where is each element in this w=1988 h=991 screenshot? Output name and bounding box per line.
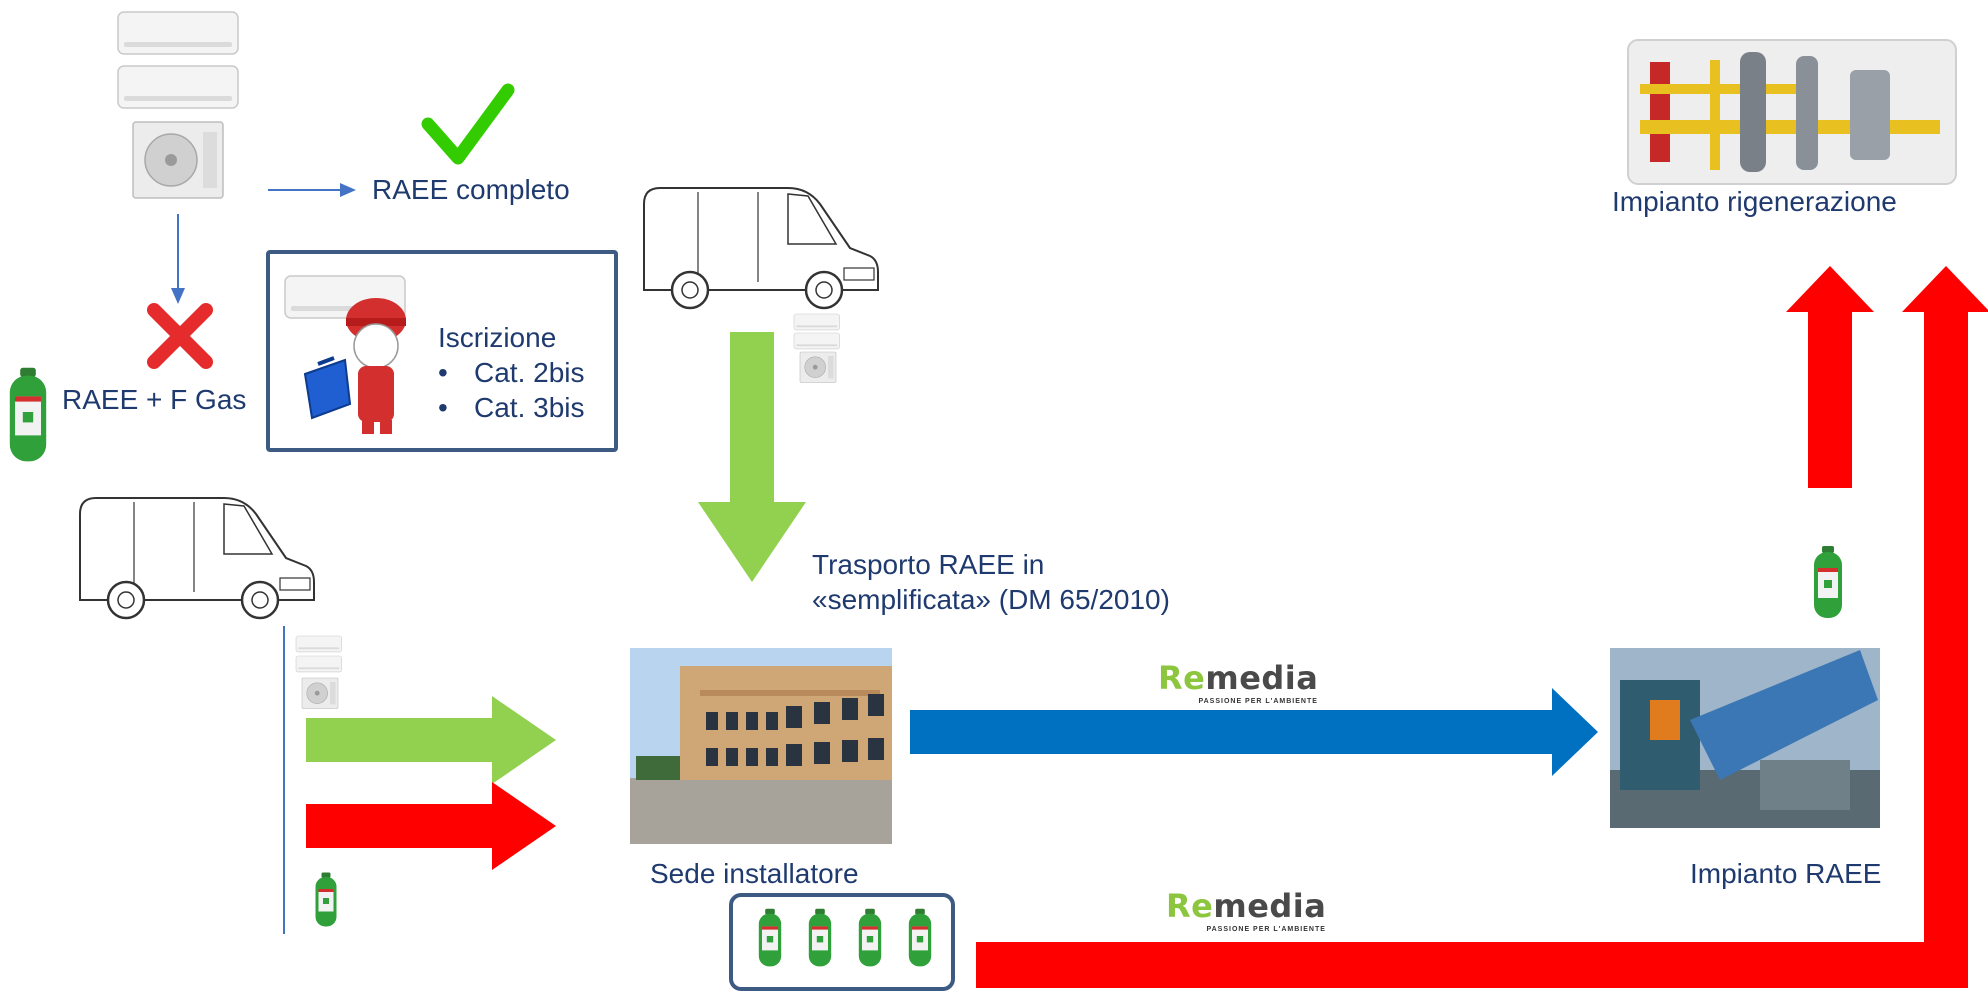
regeneration-plant-icon <box>1627 39 1957 185</box>
gas-cylinder-icon <box>1814 546 1842 618</box>
red-up-arrow-short <box>1786 266 1874 488</box>
ac-indoor-unit-icon <box>295 655 342 673</box>
iscrizione-item: Cat. 3bis <box>438 390 585 425</box>
van-icon <box>642 186 880 310</box>
building-icon <box>630 648 892 844</box>
ac-outdoor-unit-icon <box>799 351 837 383</box>
ac-indoor-unit-icon <box>117 65 239 109</box>
remedia-logo: Remedia PASSIONE PER L'AMBIENTE <box>1166 887 1327 933</box>
toolbox-icon <box>303 356 352 420</box>
trasporto-line-1: Trasporto RAEE in <box>812 549 1045 580</box>
red-right-arrow <box>306 782 556 870</box>
ac-indoor-unit-icon <box>793 313 840 331</box>
sede-installatore-label: Sede installatore <box>650 858 859 889</box>
remedia-logo: Remedia PASSIONE PER L'AMBIENTE <box>1158 659 1319 705</box>
trasporto-label: Trasporto RAEE in «semplificata» (DM 65/… <box>812 547 1170 617</box>
cross-icon <box>147 303 213 369</box>
ac-outdoor-unit-icon <box>132 121 224 199</box>
iscrizione-list: Cat. 2bis Cat. 3bis <box>438 355 585 425</box>
iscrizione-box: Iscrizione Cat. 2bis Cat. 3bis <box>266 250 618 452</box>
gas-cylinder-icon <box>9 367 47 462</box>
cylinders-box <box>729 893 955 991</box>
arrow-to-raee-fgas <box>171 214 185 304</box>
green-down-arrow <box>698 332 806 582</box>
blue-right-arrow <box>910 688 1598 776</box>
technician-icon <box>346 298 406 434</box>
van-icon <box>78 496 316 620</box>
recycling-plant-icon <box>1610 648 1880 828</box>
impianto-raee-label: Impianto RAEE <box>1690 858 1882 889</box>
raee-completo-label: RAEE completo <box>372 174 570 205</box>
check-icon <box>421 83 515 165</box>
gas-cylinder-icon <box>315 872 337 927</box>
green-right-arrow <box>306 696 556 784</box>
raee-fgas-label: RAEE + F Gas <box>62 384 247 415</box>
iscrizione-title: Iscrizione <box>438 322 557 353</box>
ac-indoor-unit-icon <box>295 635 342 653</box>
impianto-rigenerazione-label: Impianto rigenerazione <box>1612 186 1897 217</box>
iscrizione-item: Cat. 2bis <box>438 355 585 390</box>
ac-outdoor-unit-icon <box>301 677 339 709</box>
trasporto-line-2: «semplificata» (DM 65/2010) <box>812 584 1170 615</box>
ac-indoor-unit-icon <box>793 332 840 350</box>
ac-indoor-unit-icon <box>117 11 239 55</box>
arrow-to-raee-completo <box>268 183 356 197</box>
